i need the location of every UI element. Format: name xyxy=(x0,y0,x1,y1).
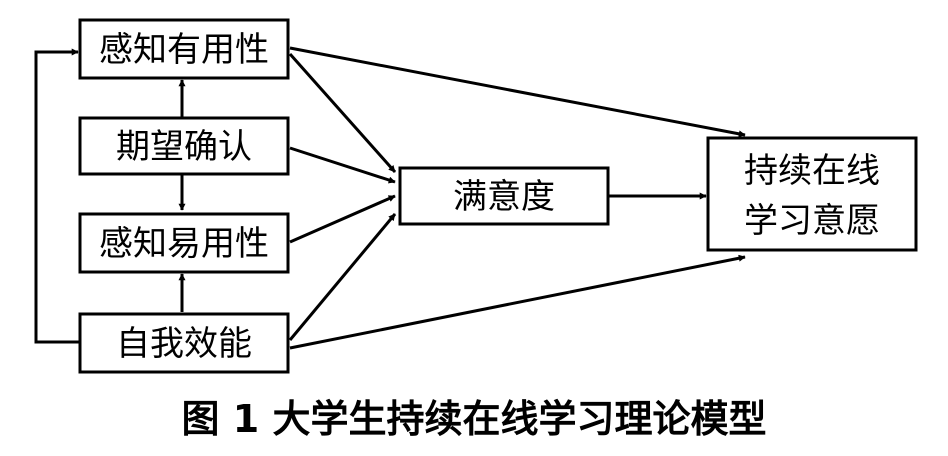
figure-caption: 图 1 大学生持续在线学习理论模型 xyxy=(181,397,767,441)
node-perceived-usefulness: 感知有用性 xyxy=(78,18,290,80)
node-expectation-confirmation: 期望确认 xyxy=(78,116,290,176)
edge-efficacy-to-intention xyxy=(289,254,746,350)
node-label: 自我效能 xyxy=(116,324,252,364)
node-satisfaction: 满意度 xyxy=(398,166,610,226)
node-label-line2: 学习意愿 xyxy=(744,201,880,241)
node-label: 感知有用性 xyxy=(99,30,269,70)
edge-efficacy-to-usefulness xyxy=(34,48,80,344)
edge-usefulness-to-satisfaction xyxy=(288,53,397,173)
edges xyxy=(34,46,746,350)
edge-efficacy-to-satisfaction xyxy=(288,213,397,341)
edge-ease-to-satisfaction xyxy=(289,194,396,244)
node-self-efficacy: 自我效能 xyxy=(78,312,290,374)
edge-confirmation-to-satisfaction xyxy=(289,146,396,184)
node-perceived-ease-of-use: 感知易用性 xyxy=(78,212,290,274)
node-label: 感知易用性 xyxy=(99,224,269,264)
node-label: 满意度 xyxy=(453,177,555,217)
edge-usefulness-to-intention xyxy=(289,46,746,138)
node-label: 期望确认 xyxy=(116,127,252,167)
node-continuance-intention: 持续在线 学习意愿 xyxy=(706,136,918,252)
node-label-line1: 持续在线 xyxy=(744,151,880,191)
